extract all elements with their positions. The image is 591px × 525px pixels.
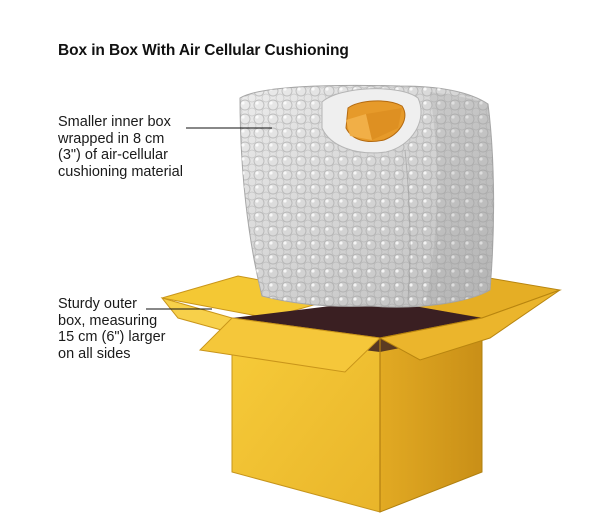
callout-line: cushioning material: [58, 163, 183, 180]
callout-line: Sturdy outer: [58, 296, 137, 312]
callout-line: box, measuring: [58, 312, 158, 329]
inner-box-callout: Smaller inner box wrapped in 8 cm (3") o…: [58, 114, 183, 180]
diagram-title: Box in Box With Air Cellular Cushioning: [58, 42, 349, 59]
outer-box-callout: Sturdy outer box, measuring 15 cm (6") l…: [58, 296, 165, 362]
callout-line: wrapped in 8 cm: [58, 130, 165, 147]
callout-line: Smaller inner box: [58, 114, 171, 130]
callout-line: on all sides: [58, 345, 131, 362]
front-flap: [198, 317, 382, 373]
callout-line: (3") of air-cellular: [58, 147, 168, 163]
right-flap: [378, 289, 561, 361]
callout-line: 15 cm (6") larger: [58, 329, 166, 345]
bubble-wrapped-inner-box: [239, 84, 495, 308]
